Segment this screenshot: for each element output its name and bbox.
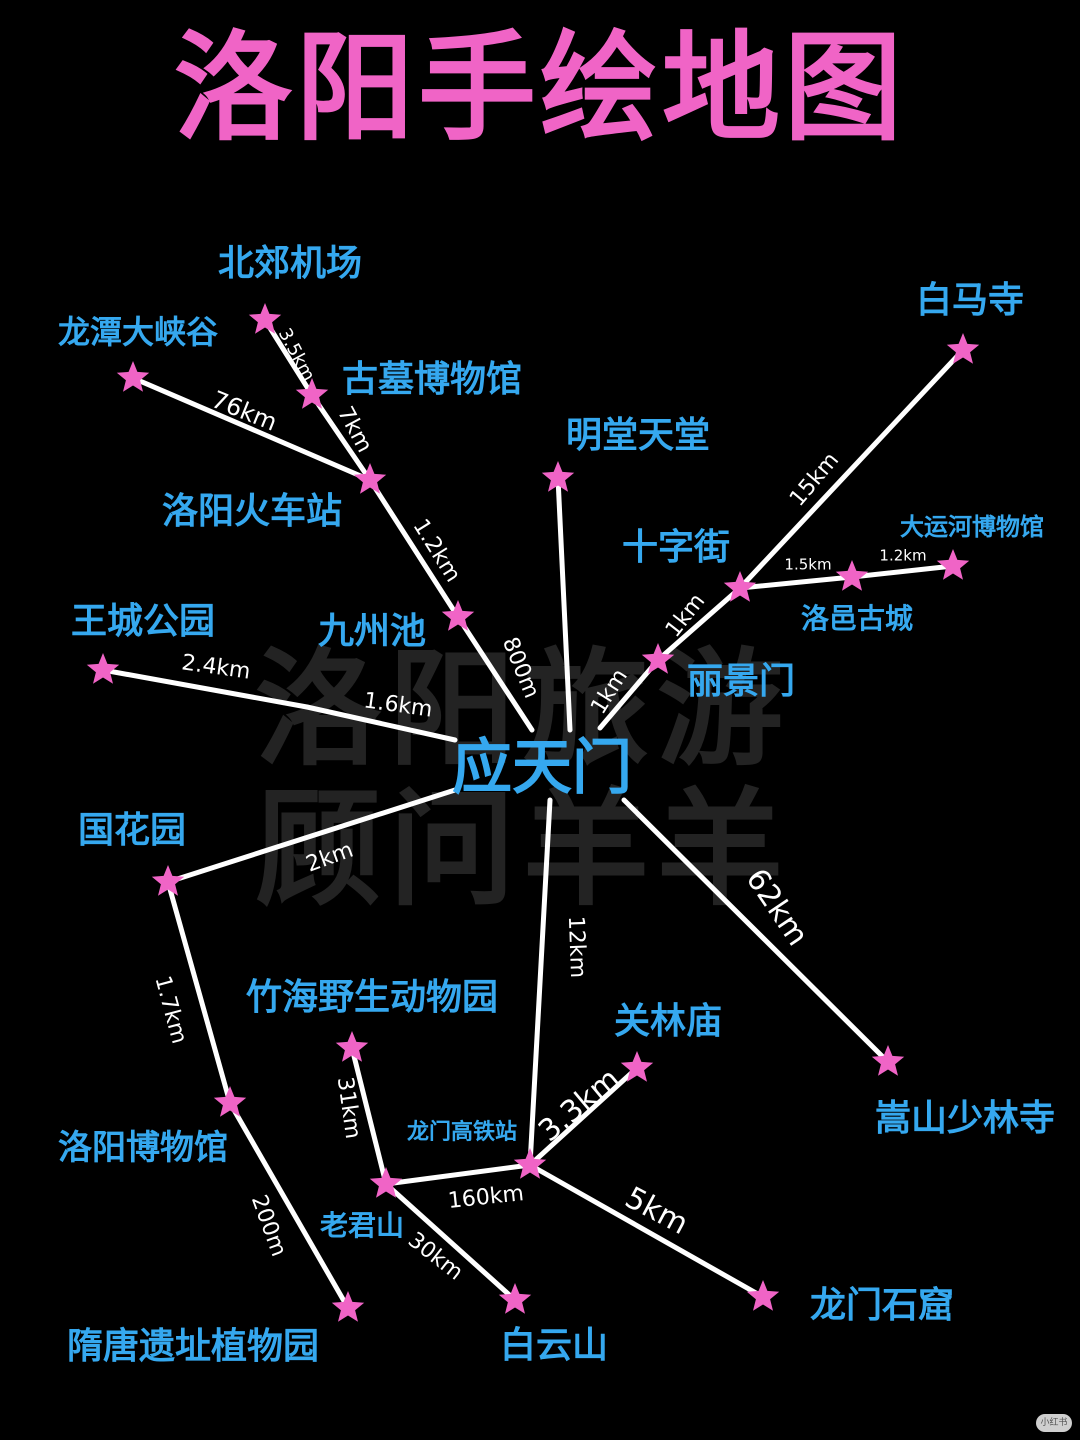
route-line [165,879,233,1106]
distance-label: 1.5km [784,556,831,574]
place-label-baimasi[interactable]: 白马寺 [916,280,1024,321]
app-badge: 小红书 [1036,1414,1072,1432]
route-line [849,563,956,580]
distance-label: 30km [403,1228,467,1286]
place-label-laojunshan[interactable]: 老君山 [320,1209,404,1242]
distance-label: 12km [563,915,590,978]
star-marker-icon[interactable] [641,643,675,674]
place-label-beijiao[interactable]: 北郊机场 [218,243,362,284]
place-label-longmengaotie[interactable]: 龙门高铁站 [407,1119,517,1145]
star-marker-icon[interactable] [946,333,980,364]
place-label-zhuhai[interactable]: 竹海野生动物园 [246,977,498,1018]
route-line [527,1162,766,1300]
place-label-shizijie[interactable]: 十字街 [622,527,730,568]
place-label-luoyi[interactable]: 洛邑古城 [801,602,913,635]
star-marker-icon[interactable] [248,303,282,334]
route-line [309,392,373,483]
star-marker-icon[interactable] [213,1086,247,1117]
distance-label: 1km [661,589,710,642]
place-label-gumu[interactable]: 古墓博物馆 [342,359,522,400]
route-line [597,657,661,731]
distance-label: 3.3km [532,1062,627,1149]
markers-layer [86,303,980,1322]
place-label-guanlinmiao[interactable]: 关林庙 [614,1001,722,1042]
route-line [737,347,966,591]
star-marker-icon[interactable] [498,1283,532,1314]
star-marker-icon[interactable] [151,865,185,896]
star-marker-icon[interactable] [835,560,869,591]
route-line [621,797,891,1065]
distance-label: 2.4km [180,650,252,684]
route-line [130,375,373,483]
star-marker-icon[interactable] [541,461,575,492]
route-line [165,787,458,885]
distance-label: 1.7km [149,973,191,1046]
place-label-mingtang[interactable]: 明堂天堂 [566,415,710,456]
route-line [527,797,553,1168]
place-label-wangcheng[interactable]: 王城公园 [71,601,215,642]
star-marker-icon[interactable] [871,1045,905,1076]
distance-label: 160km [447,1181,525,1214]
route-line [227,1100,351,1311]
distance-label: 2km [303,838,357,878]
distance-label: 3.5km [274,325,319,385]
star-marker-icon[interactable] [746,1280,780,1311]
route-line [455,614,535,733]
distance-label: 1.6km [362,688,434,722]
place-label-yingtianmen[interactable]: 应天门 [452,733,632,803]
route-line [349,1045,389,1187]
watermark-line-2: 顾问羊羊 [255,776,791,923]
distance-label: 7km [332,403,377,457]
star-marker-icon[interactable] [441,600,475,631]
route-line [383,1162,533,1187]
distance-label: 5km [619,1180,693,1242]
place-label-dayunhe[interactable]: 大运河博物馆 [900,513,1044,541]
route-line [383,1181,518,1303]
star-marker-icon[interactable] [86,653,120,684]
distance-label: 1km [586,665,633,719]
star-marker-icon[interactable] [335,1031,369,1062]
place-label-jiuzhouchi[interactable]: 九州池 [318,611,426,652]
star-marker-icon[interactable] [331,1291,365,1322]
route-line [555,475,573,733]
place-label-baiyunshan[interactable]: 白云山 [500,1325,608,1366]
star-marker-icon[interactable] [723,571,757,602]
star-marker-icon[interactable] [936,549,970,580]
route-line [262,317,315,398]
place-label-luoyangbowuguan[interactable]: 洛阳博物馆 [58,1128,228,1168]
route-line [304,704,458,743]
star-marker-icon[interactable] [620,1051,654,1082]
place-label-huochezhan[interactable]: 洛阳火车站 [162,491,342,532]
place-label-lijingmen[interactable]: 丽景门 [687,661,795,702]
star-marker-icon[interactable] [295,378,329,409]
place-label-longtan[interactable]: 龙潭大峡谷 [58,313,218,351]
route-line [527,1065,640,1168]
place-label-songshan[interactable]: 嵩山少林寺 [875,1098,1055,1139]
route-line [737,574,855,591]
star-marker-icon[interactable] [116,361,150,392]
place-label-guohuayuan[interactable]: 国花园 [78,810,186,851]
distance-label: 76km [208,385,281,436]
route-line [367,477,461,620]
distance-label: 1.2km [879,547,926,565]
star-marker-icon[interactable] [353,463,387,494]
route-line [100,667,310,710]
distance-label: 62km [739,863,815,953]
routes-layer [100,317,966,1311]
distance-label: 15km [785,448,844,512]
place-label-suitang[interactable]: 隋唐遗址植物园 [67,1325,319,1367]
map-title: 洛阳手绘地图 [173,19,906,157]
route-line [655,585,743,663]
star-marker-icon[interactable] [369,1167,403,1198]
star-marker-icon[interactable] [513,1148,547,1179]
watermark: 洛阳旅游 顾问羊羊 [255,640,815,920]
place-label-longmenshiku[interactable]: 龙门石窟 [810,1285,954,1326]
